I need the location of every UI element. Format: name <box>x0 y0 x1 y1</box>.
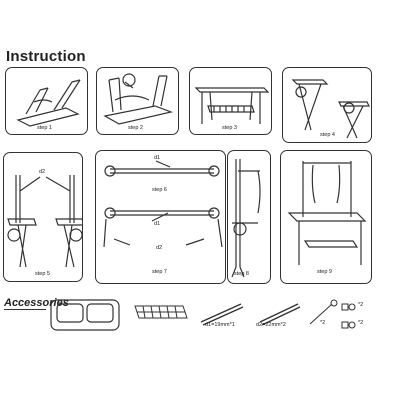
step-7-d2-label: d2 <box>156 245 163 251</box>
step-5-illustration <box>7 175 82 268</box>
wire-shelf <box>131 300 189 328</box>
step-6-7-illustration <box>103 160 223 248</box>
step-5-label: step 5 <box>35 271 50 277</box>
clamp-a-label: *2 <box>358 302 364 308</box>
step-1-illustration <box>16 79 81 127</box>
step-4-panel: step 4 <box>282 67 372 143</box>
loop-leash: *2 <box>306 298 340 330</box>
step-1-panel: step 1 <box>5 67 88 135</box>
step-8-panel: step 8 <box>227 150 271 284</box>
accessories-title: Accessories <box>4 297 69 309</box>
tube-d2: d2=22mm*2 <box>254 298 310 338</box>
step-8-illustration <box>231 159 261 278</box>
accessories-divider <box>4 309 46 310</box>
loop-leash-label: *2 <box>320 320 326 326</box>
step-6-label: step 6 <box>152 187 167 193</box>
step-8-label: step 8 <box>234 271 249 277</box>
step-3-panel: step 3 <box>189 67 272 135</box>
tube-d1-label: d1=19mm*1 <box>205 322 235 328</box>
clamp-b: *2 <box>338 318 374 334</box>
step-2-panel: step 2 <box>96 67 179 135</box>
page-title: Instruction <box>6 48 86 65</box>
step-6-d1-label: d1 <box>154 155 161 161</box>
step-3-label: step 3 <box>222 125 237 131</box>
step-6-7-panel: d1 step 6 d1 d2 step 7 <box>95 150 226 284</box>
step-4-illustration <box>291 79 370 139</box>
clamp-a: *2 <box>338 300 374 316</box>
step-2-label: step 2 <box>128 125 143 131</box>
step-5-panel: d2 step 5 <box>3 152 83 282</box>
step-1-label: step 1 <box>37 125 52 131</box>
step-9-panel: step 9 <box>280 150 372 284</box>
step-4-label: step 4 <box>320 132 335 138</box>
step-9-label: step 9 <box>317 269 332 275</box>
tube-d2-label: d2=22mm*2 <box>256 322 286 328</box>
step-7-label: step 7 <box>152 269 167 275</box>
step-3-illustration <box>194 87 270 124</box>
step-2-illustration <box>103 73 174 125</box>
step-5-d2-label: d2 <box>39 169 46 175</box>
clamp-b-label: *2 <box>358 320 364 326</box>
step-7-d1-label: d1 <box>154 221 161 227</box>
tube-d1: d1=19mm*1 <box>193 298 253 338</box>
grooming-tray <box>47 294 125 338</box>
step-9-illustration <box>287 161 367 265</box>
